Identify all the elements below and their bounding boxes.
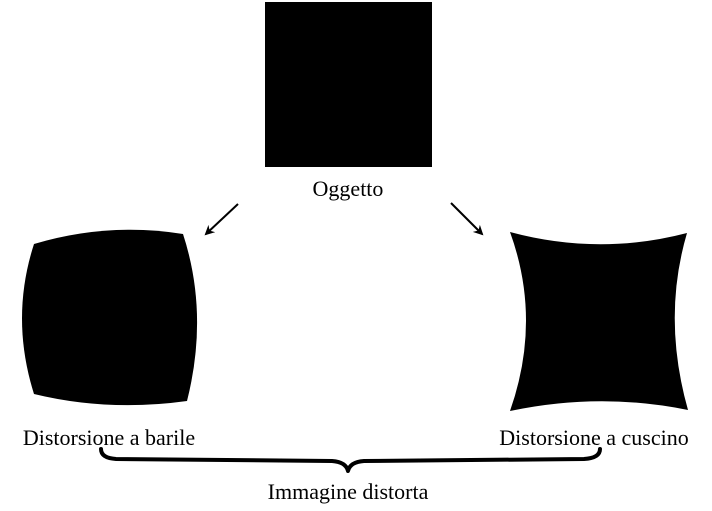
distorted-image-label: Immagine distorta: [268, 479, 429, 504]
object-square: [265, 2, 432, 167]
barrel-label: Distorsione a barile: [23, 425, 195, 450]
object-label: Oggetto: [313, 176, 384, 201]
arrow-to-barrel: [204, 203, 239, 236]
barrel-distorted-shape: [22, 229, 198, 406]
pincushion-distorted-shape: [510, 232, 688, 411]
arrow-to-pincushion: [450, 202, 484, 236]
curly-brace: [99, 447, 602, 473]
pincushion-label: Distorsione a cuscino: [499, 425, 688, 450]
